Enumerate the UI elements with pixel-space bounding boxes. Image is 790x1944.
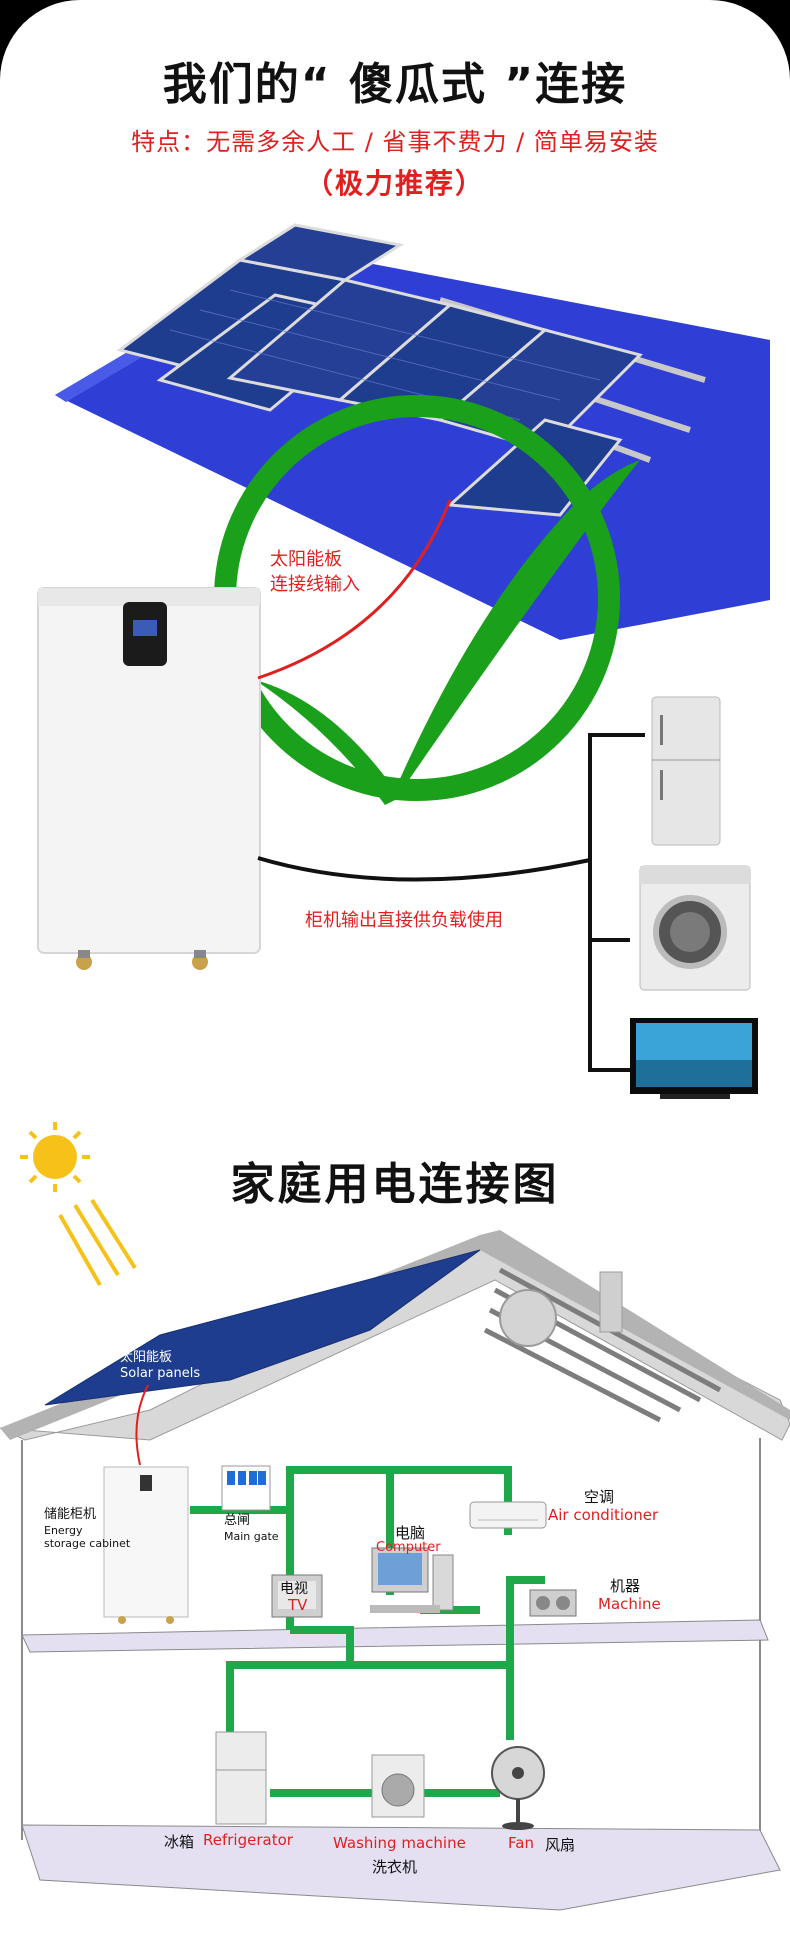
washer-label-zh: 洗衣机 xyxy=(372,1858,418,1876)
solar-panel-icon xyxy=(44,1249,481,1406)
main-gate-label-zh: 总闸 xyxy=(224,1513,251,1528)
tv-icon xyxy=(630,1018,758,1099)
fridge-label-zh: 冰箱 xyxy=(164,1833,195,1851)
main-gate-label-en: Main gate xyxy=(224,1530,279,1543)
machine-label-zh: 机器 xyxy=(610,1577,641,1595)
features-text: 特点：无需多余人工 / 省事不费力 / 简单易安装 xyxy=(131,128,659,156)
washing-machine-icon xyxy=(639,865,751,991)
fan-label-zh: 风扇 xyxy=(545,1836,576,1854)
storage-label-en-1: Energy xyxy=(44,1524,83,1537)
fan-label-en: Fan xyxy=(508,1834,534,1852)
washer-label-en: Washing machine xyxy=(333,1834,466,1852)
computer-label-zh: 电脑 xyxy=(395,1524,426,1542)
tv-icon xyxy=(271,1574,323,1618)
sun-icon xyxy=(20,1122,137,1286)
storage-cabinet xyxy=(37,587,261,970)
fan-icon xyxy=(491,1746,545,1830)
panel-input-label-2: 连接线输入 xyxy=(270,574,360,595)
connection-illustration xyxy=(37,223,770,1099)
solar-input-wire xyxy=(257,499,452,680)
storage-label-en-2: storage cabinet xyxy=(44,1537,131,1550)
solar-wire xyxy=(135,1384,149,1466)
computer-label-en: Computer xyxy=(376,1540,441,1555)
machine-label-en: Machine xyxy=(598,1595,661,1613)
ground-floor xyxy=(21,1824,781,1911)
storage-label-zh: 储能柜机 xyxy=(44,1507,97,1522)
output-wire xyxy=(257,733,645,1072)
connection-title: 我们的“ 傻瓜式 ”连接 xyxy=(162,59,628,110)
household-diagram-title: 家庭用电连接图 xyxy=(230,1159,560,1210)
cabinet-output-label: 柜机输出直接供负载使用 xyxy=(305,910,503,931)
ac-label-zh: 空调 xyxy=(584,1488,615,1506)
refrigerator-icon xyxy=(215,1731,267,1825)
tv-label-en: TV xyxy=(288,1596,308,1614)
upper-floor xyxy=(21,1619,769,1653)
solar-panels-label-en: Solar panels xyxy=(120,1366,201,1381)
solar-panels-label-zh: 太阳能板 xyxy=(120,1350,173,1365)
air-conditioner-icon xyxy=(469,1501,547,1529)
tv-label-zh: 电视 xyxy=(280,1581,308,1597)
computer-icon xyxy=(370,1547,454,1613)
breaker-icon xyxy=(221,1465,271,1511)
radio-icon xyxy=(529,1589,577,1617)
panel-input-label-1: 太阳能板 xyxy=(270,549,342,570)
refrigerator-icon xyxy=(651,696,721,846)
washing-machine-icon xyxy=(371,1754,425,1818)
storage-cabinet-icon xyxy=(103,1466,189,1624)
fridge-label-en: Refrigerator xyxy=(203,1831,293,1849)
ac-label-en: Air conditioner xyxy=(548,1506,659,1524)
recommend-text: （极力推荐） xyxy=(304,167,485,200)
household-diagram xyxy=(0,1122,790,1911)
solar-panel-icon xyxy=(116,223,643,517)
